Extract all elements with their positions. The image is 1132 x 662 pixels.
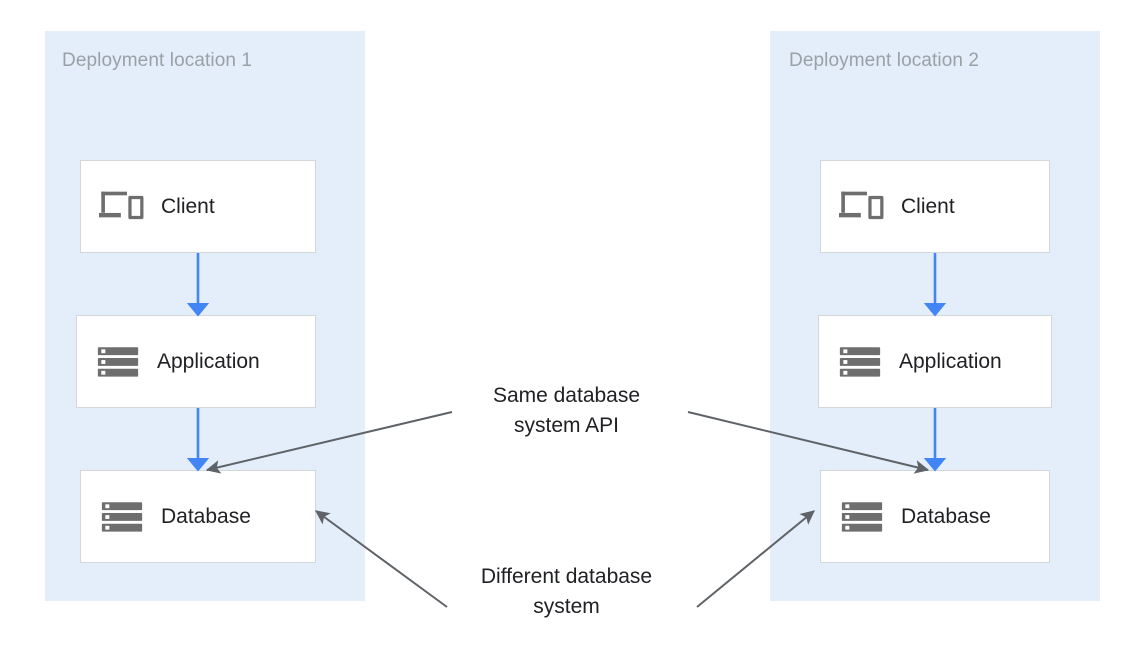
server-icon (101, 501, 143, 532)
node-client-2-label: Client (901, 194, 955, 218)
node-client-1[interactable]: Client (80, 160, 316, 253)
devices-icon (99, 191, 144, 219)
node-client-2[interactable]: Client (820, 160, 1050, 253)
node-database-2[interactable]: Database (820, 470, 1050, 563)
annotation-different-system-line-1: Different database (480, 565, 653, 588)
node-application-2[interactable]: Application (818, 315, 1052, 408)
node-application-1-label: Application (157, 349, 260, 373)
deployment-location-1-label: Deployment location 1 (62, 50, 253, 71)
annotation-different-database-system: Different database system (459, 562, 674, 622)
node-application-2-label: Application (899, 349, 1002, 373)
node-database-2-label: Database (901, 504, 991, 528)
server-icon (97, 346, 139, 377)
devices-icon (839, 191, 884, 219)
annotation-different-system-line-2: system (533, 595, 600, 618)
server-icon (841, 501, 883, 532)
server-icon (839, 346, 881, 377)
annotation-same-database-system-api: Same database system API (474, 381, 659, 441)
deployment-location-2-label: Deployment location 2 (789, 50, 980, 71)
node-application-1[interactable]: Application (76, 315, 316, 408)
annotation-same-api-line-2: system API (513, 414, 620, 437)
node-client-1-label: Client (161, 194, 215, 218)
node-database-1[interactable]: Database (80, 470, 316, 563)
node-database-1-label: Database (161, 504, 251, 528)
annotation-same-api-line-1: Same database (492, 384, 641, 407)
